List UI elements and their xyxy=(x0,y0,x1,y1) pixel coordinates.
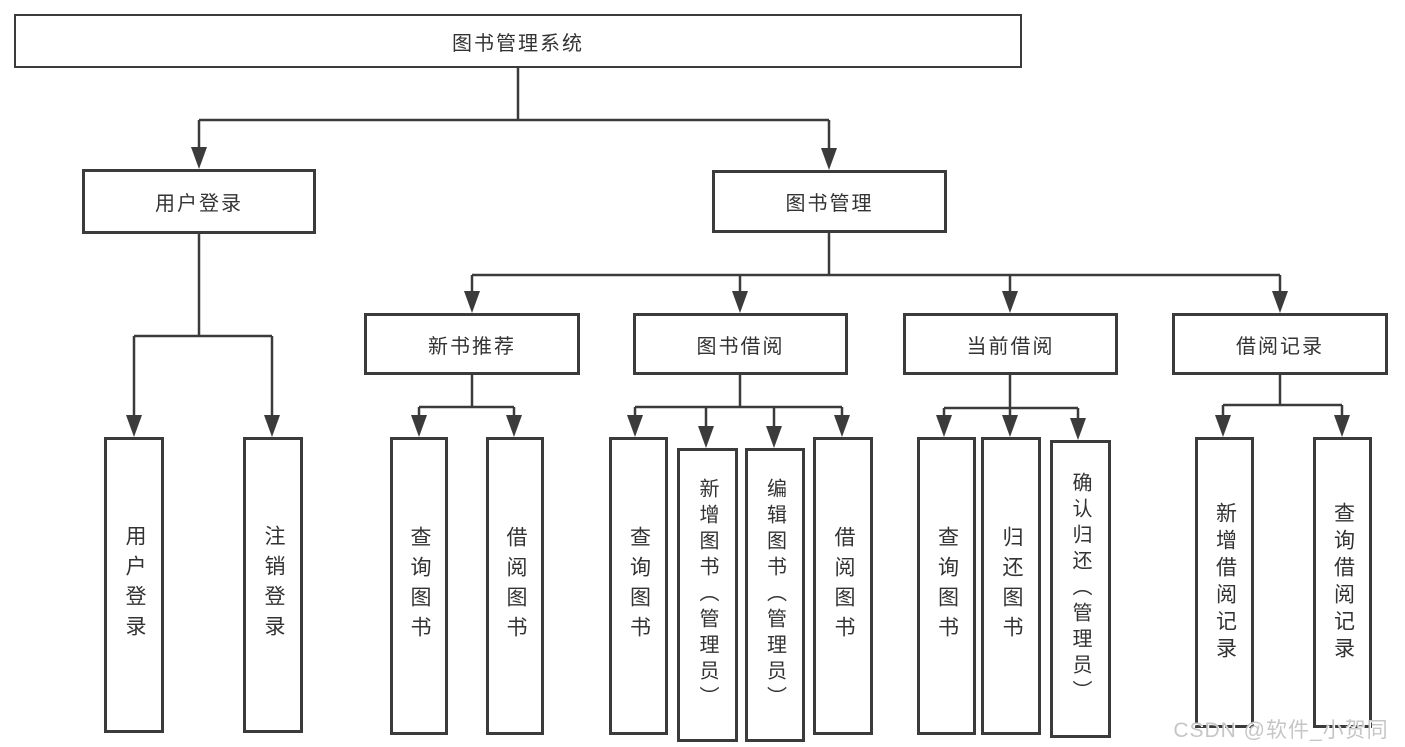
leaf-borrow-book-recommend: 借阅图书 xyxy=(486,437,544,735)
node-current-borrow: 当前借阅 xyxy=(903,313,1118,375)
leaf-edit-book-admin: 编辑图书（管理员） xyxy=(745,448,805,742)
node-borrow-records: 借阅记录 xyxy=(1172,313,1388,375)
leaf-query-borrow-record: 查询借阅记录 xyxy=(1313,437,1372,728)
node-user-login: 用户登录 xyxy=(82,169,316,234)
leaf-logout: 注销登录 xyxy=(243,437,303,733)
leaf-add-book-admin: 新增图书（管理员） xyxy=(677,448,738,742)
leaf-query-books-current: 查询图书 xyxy=(917,437,976,735)
leaf-add-borrow-record: 新增借阅记录 xyxy=(1195,437,1254,728)
leaf-return-book: 归还图书 xyxy=(981,437,1041,735)
node-root-system: 图书管理系统 xyxy=(14,14,1022,68)
leaf-query-books-recommend: 查询图书 xyxy=(390,437,448,735)
leaf-confirm-return-admin: 确认归还（管理员） xyxy=(1050,440,1111,738)
node-book-borrow: 图书借阅 xyxy=(633,313,848,375)
node-new-book-recommend: 新书推荐 xyxy=(364,313,580,375)
leaf-user-login: 用户登录 xyxy=(104,437,164,733)
node-book-management: 图书管理 xyxy=(712,170,947,233)
leaf-query-books-borrow: 查询图书 xyxy=(609,437,668,735)
leaf-borrow-book: 借阅图书 xyxy=(813,437,873,735)
